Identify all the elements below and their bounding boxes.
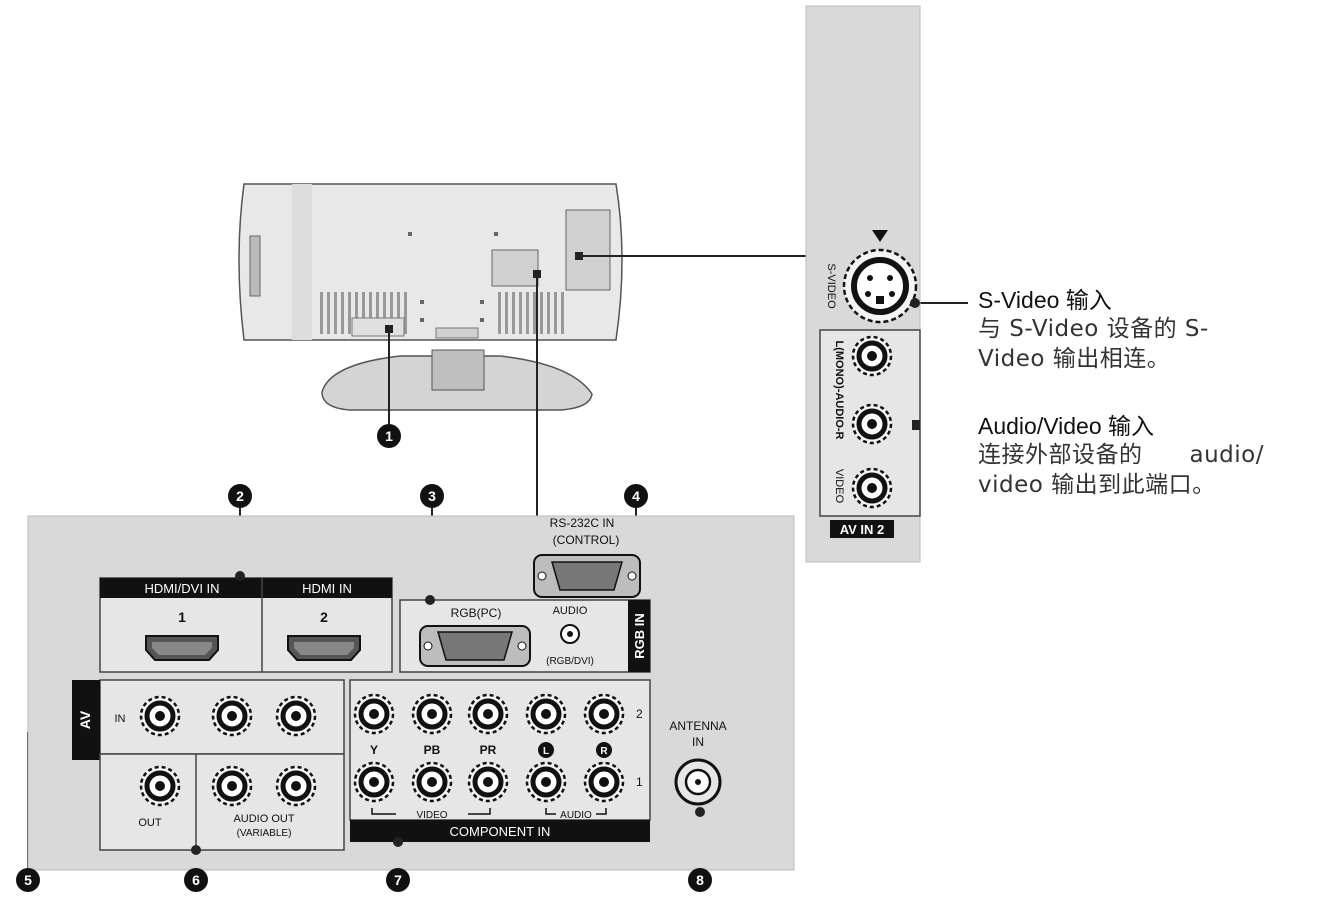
callout-3: 3 [428,488,436,504]
av-title: Audio/Video 输入 [978,413,1155,439]
rs232-label: RS-232C IN [550,516,615,530]
av-in-audio-l-jack [213,697,251,735]
svideo-vertical-label: S-VIDEO [825,263,837,309]
callout-markers: 1 2 3 4 5 6 7 8 [16,424,712,892]
av-in-label: IN [115,713,126,725]
av-block: AV IN OUT AUDIO OUT (VARIABLE) [72,679,345,855]
component-2-l-jack [527,695,565,733]
svideo-title: S-Video 输入 [978,287,1112,313]
tv-rear-view [238,183,623,411]
av-label: AV [77,710,93,729]
component-1-r-jack [585,763,623,801]
component-1-pb-jack [413,763,451,801]
component-r-label: R [600,746,608,757]
callout-8: 8 [696,872,704,888]
component-row-1-label: 1 [636,775,643,789]
rs232c-block: RS-232C IN (CONTROL) [533,516,641,598]
component-row-2-label: 2 [636,707,643,721]
component-pr-label: PR [480,743,497,757]
audio-out-r-jack [277,767,315,805]
callout-1: 1 [385,428,393,444]
hdmi-block: HDMI/DVI IN HDMI IN 1 2 [99,577,393,673]
hdmi-1-number: 1 [178,609,186,625]
main-connector-panel: HDMI/DVI IN HDMI IN 1 2 RS-232C IN (CONT… [27,515,795,871]
hdmi-in-label: HDMI IN [302,581,352,596]
svideo-body-line-2: Video 输出相连。 [978,346,1171,372]
component-y-label: Y [370,743,378,757]
rgb-audio-sub-label: (RGB/DVI) [546,656,594,667]
av-in-2-label: AV IN 2 [840,522,885,537]
component-2-pr-jack [469,695,507,733]
av-out-label: OUT [138,817,162,829]
side-video-jack [853,469,891,507]
component-1-pr-jack [469,763,507,801]
component-audio-label: AUDIO [560,810,592,821]
hdmi-2-number: 2 [320,609,328,625]
rgb-in-block: RGB IN RGB(PC) AUDIO (RGB/DVI) [399,595,651,673]
av-out-jack [141,767,179,805]
hdmi-dvi-in-label: HDMI/DVI IN [144,581,219,596]
svideo-body-line-1: 与 S-Video 设备的 S- [978,316,1209,342]
callout-2: 2 [236,488,244,504]
component-1-y-jack [355,763,393,801]
callout-7: 7 [394,872,402,888]
audio-lr-vertical-label: L(MONO)-AUDIO-R [833,341,845,440]
audio-out-label: AUDIO OUT [233,813,294,825]
antenna-in-block: ANTENNA IN [669,719,727,817]
av-description: Audio/Video 输入 连接外部设备的 audio/ video 输出到此… [978,412,1318,500]
hdmi-2-port [287,635,361,661]
component-2-pb-jack [413,695,451,733]
av-in-audio-r-jack [277,697,315,735]
callout-6: 6 [192,872,200,888]
antenna-label: ANTENNA [669,719,726,733]
audio-out-variable-label: (VARIABLE) [237,828,292,839]
audio-out-l-jack [213,767,251,805]
component-2-y-jack [355,695,393,733]
side-audio-r-jack [853,337,891,375]
video-vertical-label: VIDEO [833,469,845,504]
component-in-block: COMPONENT IN 2 Y PB PR L R 1 VIDEO AUDIO [349,679,651,847]
rgb-in-label: RGB IN [632,613,647,659]
rgb-audio-label: AUDIO [553,605,588,617]
antenna-in-label: IN [692,735,704,749]
hdmi-1-port [145,635,219,661]
component-l-label: L [543,746,549,757]
av-in-video-jack [141,697,179,735]
component-in-label: COMPONENT IN [450,824,551,839]
rgb-pc-label: RGB(PC) [451,606,502,620]
callout-5: 5 [24,872,32,888]
side-audio-l-jack [853,405,891,443]
av-body-line-1: 连接外部设备的 audio/ [978,442,1264,468]
component-1-l-jack [527,763,565,801]
component-video-label: VIDEO [416,810,447,821]
rs232-control-label: (CONTROL) [553,533,620,547]
component-2-r-jack [585,695,623,733]
component-pb-label: PB [424,743,441,757]
side-av-panel: S-VIDEO L(MONO)-AUDIO-R VIDEO AV IN 2 [805,5,921,563]
svideo-port [842,248,918,324]
svideo-description: S-Video 输入 与 S-Video 设备的 S- Video 输出相连。 [978,286,1318,374]
callout-4: 4 [632,488,640,504]
av-body-line-2: video 输出到此端口。 [978,472,1216,498]
